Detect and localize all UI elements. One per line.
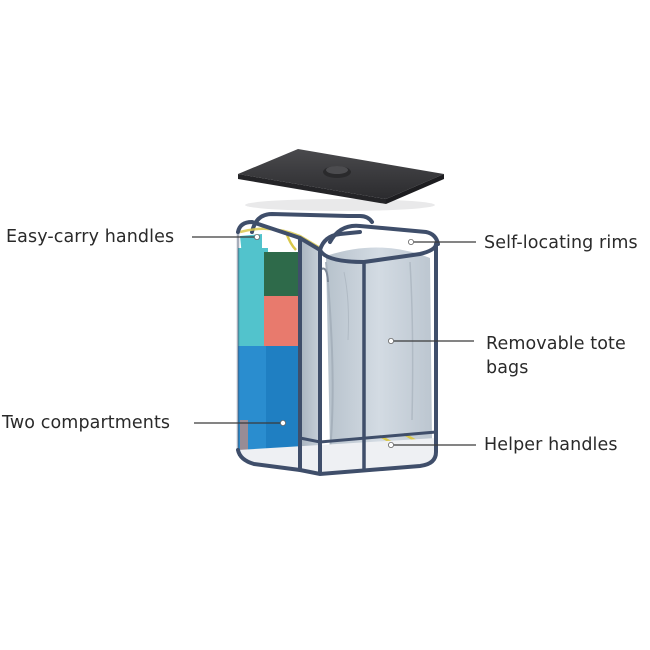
callout-easy-carry-handles: Easy-carry handles <box>6 227 175 247</box>
lid-handle-top <box>326 166 348 174</box>
rim-left-front <box>236 219 302 240</box>
lid-edge-side <box>386 174 444 204</box>
frame-base-left <box>236 448 302 472</box>
left-compartment <box>238 227 321 460</box>
leader-dot-self-locating <box>407 238 414 245</box>
lid <box>238 149 444 211</box>
tote-fold-inner <box>343 271 349 341</box>
right-compartment <box>319 247 432 452</box>
callout-helper-handles: Helper handles <box>484 435 618 455</box>
frame-base-fill <box>238 438 436 474</box>
frame-base-front <box>298 450 438 477</box>
callout-two-compartments: Two compartments <box>2 413 171 433</box>
left-tote-side <box>300 240 320 460</box>
hamper-frame-front <box>236 219 438 477</box>
leader-dot-tote-bags <box>387 337 394 344</box>
cloth-peek <box>240 420 248 450</box>
callout-leaders <box>192 233 476 448</box>
callout-self-locating-rims: Self-locating rims <box>484 233 638 253</box>
callout-removable-tote-bags: Removable tote bags <box>486 334 626 378</box>
tote-fold-right <box>409 261 414 421</box>
tote-bag <box>326 247 432 452</box>
rim-right-front <box>318 242 438 265</box>
tote-fold-left <box>325 261 334 451</box>
cloth-teal <box>238 248 268 348</box>
leader-dot-compartments <box>279 419 286 426</box>
lid-shadow <box>245 199 435 211</box>
lid-edge-front <box>238 174 386 204</box>
leader-dot-easy-carry <box>253 233 260 240</box>
leader-dot-helper <box>387 441 394 448</box>
cloth-green <box>264 252 300 298</box>
